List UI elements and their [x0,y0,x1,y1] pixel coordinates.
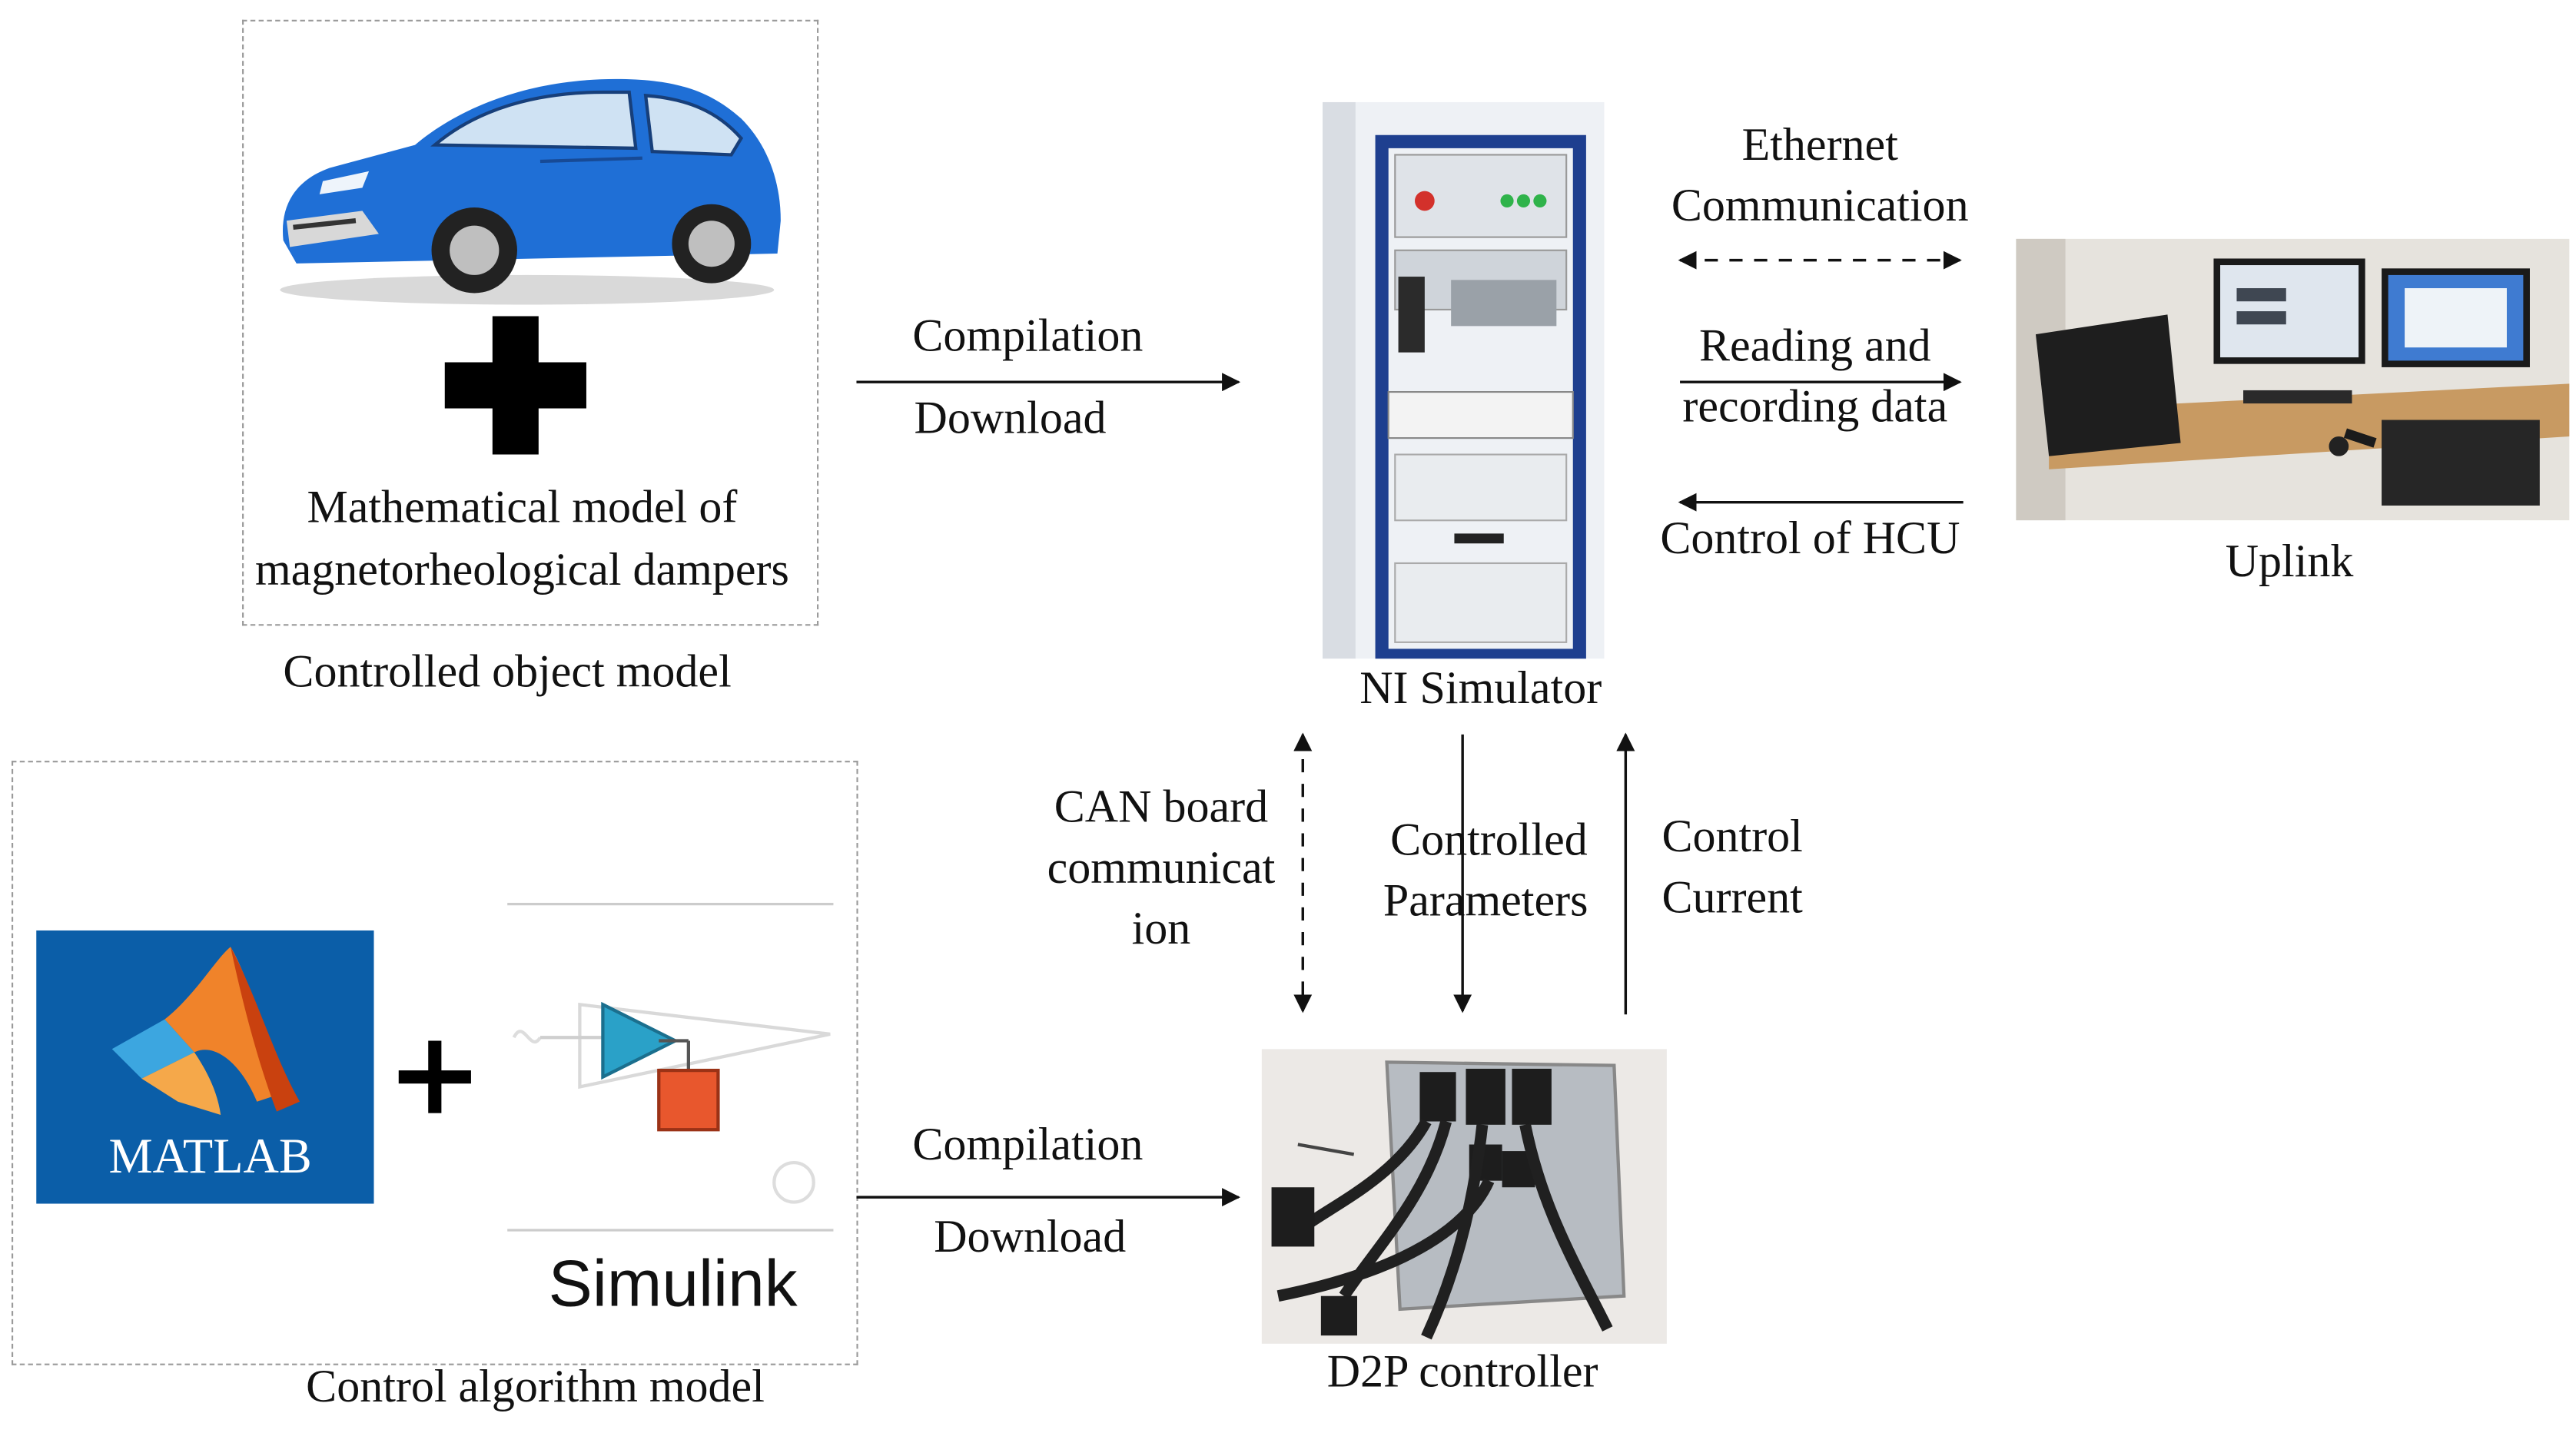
current-label-line1: Control [1661,811,1803,864]
reading-label-line2: recording data [1682,382,1948,433]
bottom-download-label: Download [934,1212,1127,1263]
can-label-line1: CAN board [1054,782,1269,834]
matlab-logo [36,930,374,1204]
controlled-label-line1: Controlled [1390,814,1588,867]
plus-icon-small [398,1040,471,1113]
d2p-controller-caption: D2P controller [1326,1347,1598,1398]
reading-label-line1: Reading and [1698,320,1931,373]
ethernet-label-line1: Ethernet [1741,120,1898,171]
model-text-line2: magnetorheological dampers [254,545,789,596]
control-algorithm-box [12,761,858,1365]
d2p-controller-image [1261,1049,1667,1344]
uplink-image [2016,238,2570,521]
ni-simulator-caption: NI Simulator [1359,663,1602,715]
model-text-line1: Mathematical model of [307,482,738,534]
controlled-object-box [242,19,819,626]
ni-simulator-image [1322,101,1605,659]
controlled-object-caption: Controlled object model [283,647,732,698]
controlled-label-line2: Parameters [1383,876,1588,927]
control-hcu-label: Control of HCU [1660,513,1960,566]
can-label-line2: communicat [1047,843,1276,894]
simulink-text: Simulink [548,1248,798,1321]
bottom-compilation-label: Compilation [912,1120,1144,1171]
plus-icon [444,316,586,455]
simulink-logo [507,903,834,1232]
top-download-label: Download [914,393,1107,445]
can-label-line3: ion [1131,904,1191,956]
uplink-caption: Uplink [2225,536,2354,589]
control-algorithm-caption: Control algorithm model [306,1362,765,1413]
current-label-line2: Current [1661,872,1803,924]
top-compilation-label: Compilation [912,311,1144,363]
ethernet-label-line2: Communication [1671,181,1969,233]
car-image [280,78,781,305]
matlab-logo-text: MATLAB [108,1129,312,1184]
